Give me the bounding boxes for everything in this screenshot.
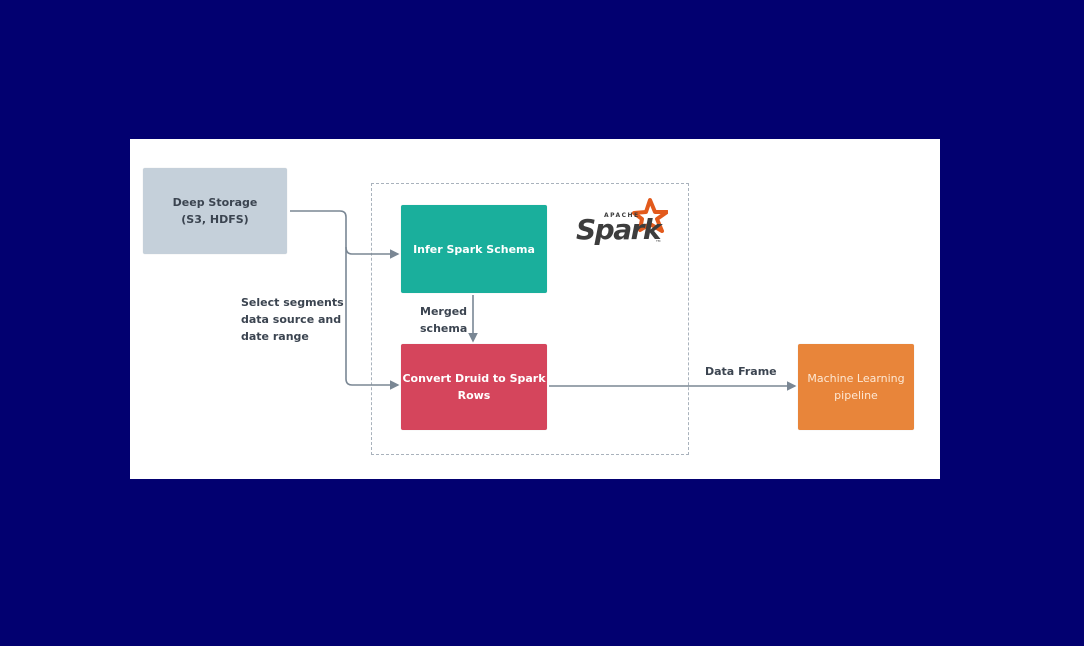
- connector-storage-to-infer: [345, 246, 400, 259]
- node-ml-line2: pipeline: [834, 389, 878, 402]
- label-data-frame: Data Frame: [705, 365, 777, 378]
- label-select-line2: data source and: [241, 313, 342, 326]
- node-ml-pipeline: Machine Learning pipeline: [798, 344, 914, 430]
- label-merged-line1: Merged: [420, 305, 468, 318]
- label-select-line1: Select segments: [241, 296, 344, 309]
- node-convert-line1: Convert Druid to Spark: [402, 372, 546, 385]
- node-infer-label: Infer Spark Schema: [413, 242, 535, 256]
- spark-boundary: [371, 183, 689, 455]
- connector-storage-trunk: [290, 210, 400, 390]
- logo-tm-text: TM: [655, 239, 661, 243]
- label-merged-line2: schema: [420, 322, 468, 335]
- logo-spark-text: Spark: [576, 213, 664, 246]
- node-deep-storage-line1: Deep Storage: [172, 196, 258, 209]
- spark-star-icon: [632, 198, 668, 233]
- diagram-canvas: Deep Storage (S3, HDFS) Infer Spark Sche…: [130, 139, 940, 479]
- node-convert-line2: Rows: [457, 389, 491, 402]
- node-infer-spark-schema: Infer Spark Schema: [401, 205, 547, 293]
- connectors: [290, 210, 797, 391]
- logo-apache-text: APACHE: [604, 212, 640, 219]
- node-convert-druid-rows: Convert Druid to Spark Rows: [401, 344, 547, 430]
- label-select-line3: date range: [241, 330, 309, 343]
- node-deep-storage: Deep Storage (S3, HDFS): [143, 168, 287, 254]
- label-select-segments: Select segments data source and date ran…: [241, 294, 344, 345]
- node-deep-storage-line2: (S3, HDFS): [181, 213, 249, 226]
- node-ml-line1: Machine Learning: [807, 372, 905, 385]
- apache-spark-logo: APACHE Spark TM: [576, 198, 668, 246]
- label-merged-schema: Merged schema: [420, 303, 467, 337]
